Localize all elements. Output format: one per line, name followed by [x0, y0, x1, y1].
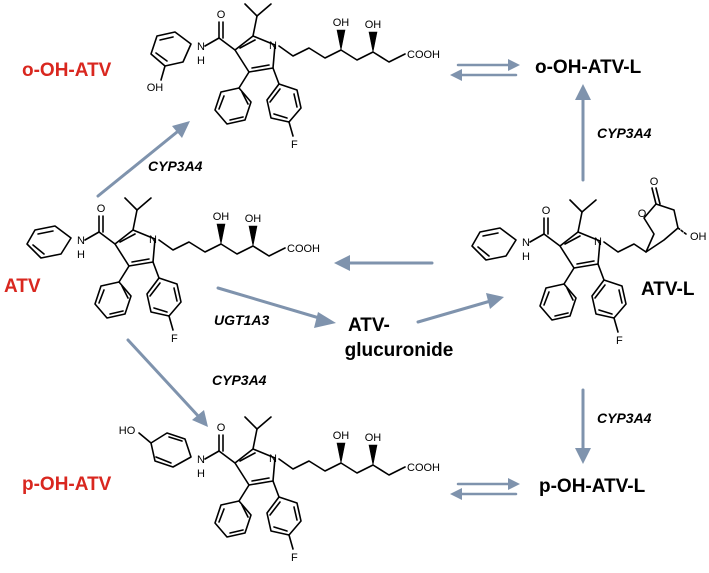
arrow-atv-to-o-oh-atv — [96, 121, 190, 198]
label-o-oh-atv: o-OH-ATV — [22, 60, 112, 81]
equilibrium-arrows-top — [450, 59, 520, 81]
p-oh-atv-structure: HO — [119, 416, 441, 565]
glucuronide-line-1: ATV- — [348, 315, 390, 336]
arrow-atv-l-to-atv — [334, 255, 434, 271]
label-p-oh-atv: p-OH-ATV — [22, 474, 112, 495]
arrow-atv-to-p-oh-atv — [126, 338, 208, 427]
label-atv-glucuronide: ATV- glucuronide — [338, 313, 460, 363]
arrow-glucuronide-to-atv-l — [416, 293, 504, 324]
atv-structure — [26, 197, 321, 346]
arrow-atv-l-to-p-oh-atv-l — [575, 388, 591, 464]
svg-text:OH: OH — [690, 231, 707, 243]
svg-text:O: O — [650, 176, 659, 188]
svg-text:O: O — [638, 208, 647, 220]
arrow-atv-to-glucuronide — [216, 286, 336, 328]
svg-text:HO: HO — [119, 425, 136, 437]
glucuronide-line-2: glucuronide — [344, 340, 454, 361]
enzyme-cyp3a4-atvl-to-o-ohl: CYP3A4 — [597, 125, 652, 141]
equilibrium-arrows-bottom — [450, 478, 520, 500]
o-oh-atv-structure: OH — [147, 3, 441, 152]
label-atv: ATV — [4, 276, 41, 297]
label-o-oh-atv-l: o-OH-ATV-L — [535, 57, 642, 78]
enzyme-cyp3a4-atv-to-o-oh: CYP3A4 — [148, 158, 203, 174]
enzyme-ugt1a3: UGT1A3 — [214, 312, 270, 328]
arrow-atv-l-to-o-oh-atv-l — [575, 84, 591, 182]
enzyme-cyp3a4-atv-to-p-oh: CYP3A4 — [212, 372, 267, 388]
enzyme-cyp3a4-atvl-to-p-ohl: CYP3A4 — [597, 410, 652, 426]
label-atv-l: ATV-L — [641, 279, 695, 300]
svg-text:OH: OH — [147, 82, 164, 94]
label-p-oh-atv-l: p-OH-ATV-L — [539, 476, 646, 497]
atv-l-structure: O O OH — [471, 176, 707, 348]
